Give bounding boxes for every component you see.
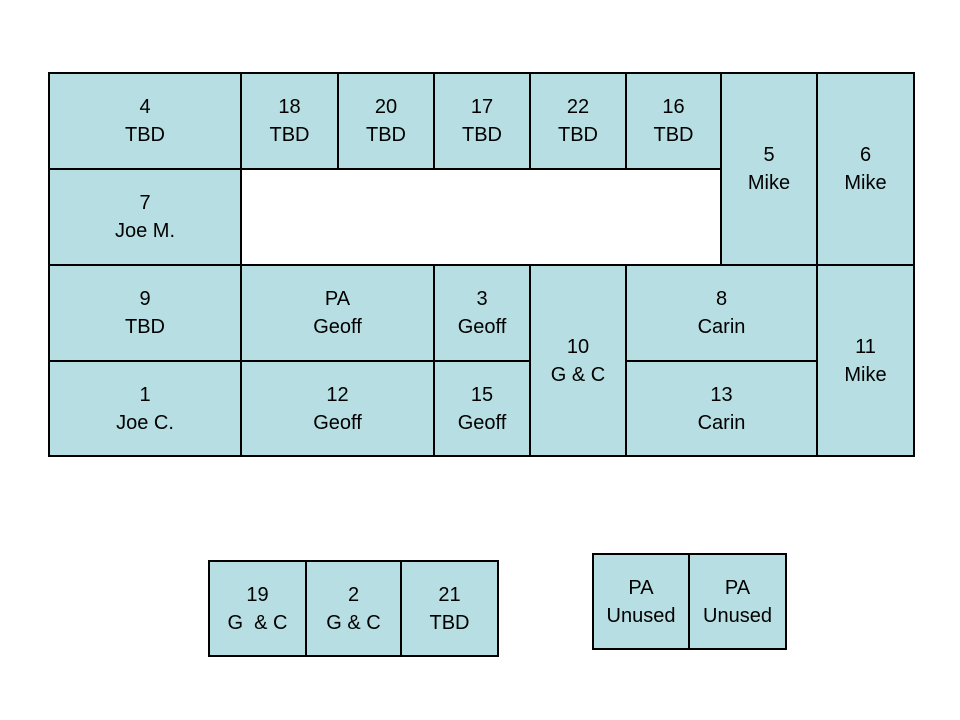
seat-1: 1 Joe C.: [48, 360, 242, 457]
seat-22: 22 TBD: [529, 72, 627, 170]
seat-number: 12: [326, 383, 349, 406]
seat-18: 18 TBD: [240, 72, 339, 170]
seat-number: PA: [324, 288, 351, 310]
seat-number: 2: [347, 583, 360, 606]
seat-assignee: TBD: [125, 316, 165, 338]
seat-11: 11 Mike: [816, 264, 915, 457]
seat-number: 8: [715, 288, 728, 310]
seat-assignee: TBD: [558, 124, 598, 146]
seat-assignee: Carin: [697, 316, 746, 338]
seat-8: 8 Carin: [625, 264, 818, 362]
seat-assignee: TBD: [269, 124, 310, 146]
seat-pa-geoff: PA Geoff: [240, 264, 435, 362]
seat-assignee: Carin: [697, 411, 746, 434]
seat-assignee: G & C: [227, 611, 288, 634]
seat-assignee: Geoff: [313, 316, 362, 338]
seat-number: 15: [470, 383, 494, 406]
seat-number: 19: [246, 583, 269, 606]
seat-assignee: TBD: [429, 611, 470, 634]
seat-20: 20 TBD: [337, 72, 435, 170]
seat-number: 18: [278, 96, 301, 118]
seat-number: 16: [662, 96, 685, 118]
seat-number: 7: [139, 192, 151, 214]
seat-assignee: Joe C.: [116, 411, 174, 434]
seat-21: 21 TBD: [400, 560, 499, 657]
seat-5: 5 Mike: [720, 72, 818, 266]
seat-number: 17: [470, 96, 494, 118]
seat-number: 11: [855, 335, 876, 358]
seat-10: 10 G & C: [529, 264, 627, 457]
seat-number: 1: [139, 383, 151, 406]
seat-pa-unused-left: PA Unused: [592, 553, 690, 650]
seat-assignee: TBD: [366, 124, 406, 146]
seat-number: 6: [859, 144, 872, 166]
seat-19: 19 G & C: [208, 560, 307, 657]
seat-16: 16 TBD: [625, 72, 722, 170]
seat-12: 12 Geoff: [240, 360, 435, 457]
seat-number: 5: [763, 144, 775, 166]
seat-15: 15 Geoff: [433, 360, 531, 457]
seat-assignee: G & C: [550, 363, 606, 386]
seat-assignee: Geoff: [457, 411, 507, 434]
seat-13: 13 Carin: [625, 360, 818, 457]
seat-assignee: Geoff: [457, 316, 507, 338]
seat-6: 6 Mike: [816, 72, 915, 266]
seat-assignee: TBD: [462, 124, 502, 146]
seat-assignee: Unused: [606, 604, 676, 627]
seat-2: 2 G & C: [305, 560, 402, 657]
seat-assignee: Mike: [844, 363, 887, 386]
seat-9: 9 TBD: [48, 264, 242, 362]
seat-17: 17 TBD: [433, 72, 531, 170]
seat-7: 7 Joe M.: [48, 168, 242, 266]
seat-assignee: Mike: [747, 172, 791, 194]
seat-number: 13: [710, 383, 733, 406]
seat-assignee: Unused: [703, 604, 772, 627]
seat-assignee: TBD: [653, 124, 694, 146]
seat-number: 4: [139, 96, 151, 118]
seat-number: 21: [438, 583, 461, 606]
seat-3: 3 Geoff: [433, 264, 531, 362]
seat-number: PA: [724, 576, 751, 599]
seat-assignee: Geoff: [313, 411, 362, 434]
seat-assignee: TBD: [125, 124, 165, 146]
seat-assignee: G & C: [326, 611, 381, 634]
seat-number: 3: [476, 288, 488, 310]
seat-assignee: Joe M.: [114, 220, 176, 242]
seat-4: 4 TBD: [48, 72, 242, 170]
seat-number: PA: [628, 576, 654, 599]
seat-number: 22: [566, 96, 590, 118]
seat-pa-unused-right: PA Unused: [688, 553, 787, 650]
seat-number: 10: [566, 335, 590, 358]
seat-number: 20: [374, 96, 398, 118]
seat-assignee: Mike: [844, 172, 887, 194]
seat-number: 9: [139, 288, 151, 310]
